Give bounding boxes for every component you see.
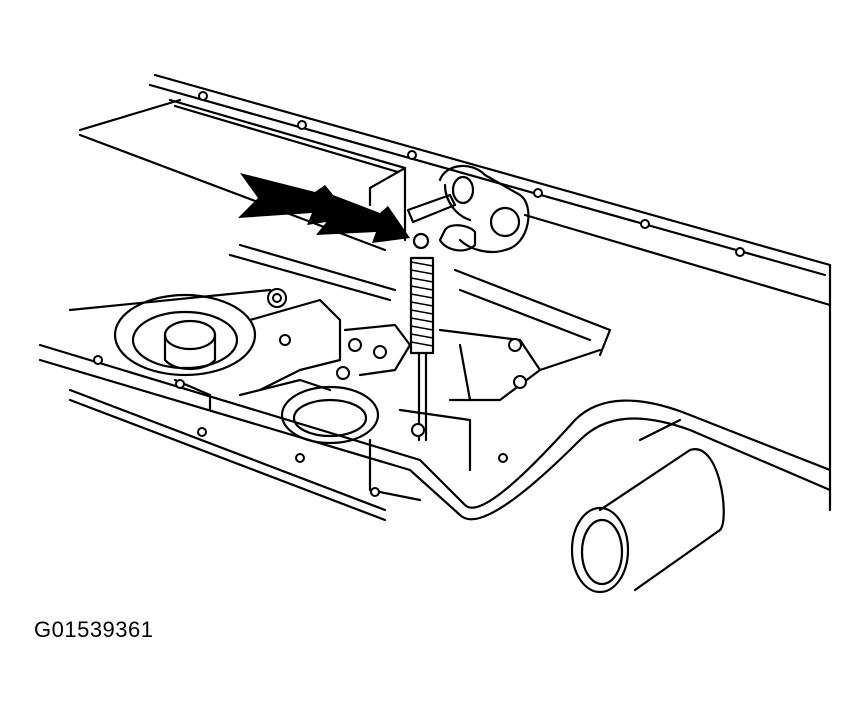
retaining-clip: [412, 232, 430, 250]
bolt-hole: [407, 150, 417, 160]
pointer-arrows: [238, 173, 410, 243]
cylinder: [570, 418, 725, 594]
bolt-hole: [640, 219, 650, 229]
bolt-hole: [735, 247, 745, 257]
arrow-lower: [316, 190, 410, 243]
upper-casing: [78, 73, 832, 512]
bolt-hole: [533, 188, 543, 198]
figure-id-label: G01539361: [34, 617, 154, 642]
bolt-hole: [198, 91, 208, 101]
arrow-upper: [238, 173, 352, 225]
bore: [280, 385, 380, 445]
bolt-hole: [297, 120, 307, 130]
valve-body: [38, 243, 832, 522]
bracket: [406, 164, 530, 254]
boss-outer: [113, 293, 257, 377]
